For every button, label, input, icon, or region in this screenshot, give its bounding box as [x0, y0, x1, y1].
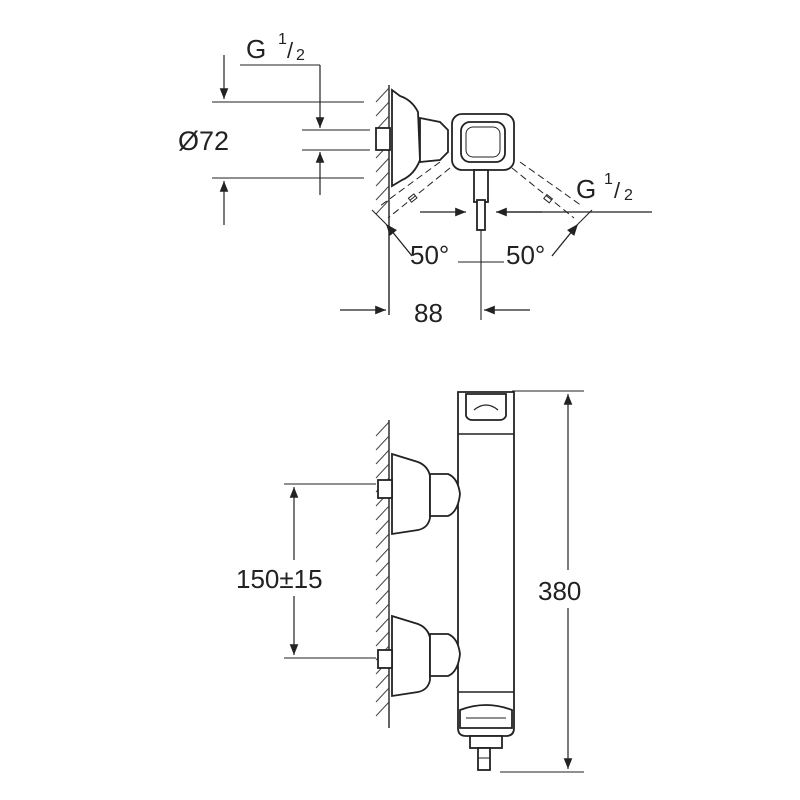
wall-hatch-front: [375, 420, 390, 728]
angle-label-right: 50°: [506, 240, 545, 270]
pipe-thread-sub-right: 2: [624, 187, 633, 204]
pipe-thread-label-right: G: [576, 174, 596, 204]
handle-knob: [451, 113, 515, 171]
connector-nut-top: [375, 127, 391, 151]
rotation-arc-lines: [379, 161, 583, 219]
inlet-spacing-label: 150±15: [236, 564, 323, 594]
pipe-thread-sup-right: 1: [604, 171, 613, 188]
diameter-label: Ø72: [178, 126, 229, 156]
pipe-thread-sub-left: 2: [296, 47, 305, 64]
upper-connector: [377, 452, 461, 536]
diameter-dimension: [212, 55, 370, 225]
top-view: G 1 / 2 Ø72 G 1 / 2 50° 50° 88: [178, 31, 652, 328]
height-label: 380: [538, 576, 581, 606]
escutcheon-top: [391, 88, 421, 188]
pipe-thread-slash-right: /: [614, 178, 621, 203]
pipe-thread-label-left: G: [246, 34, 266, 64]
front-view: 150±15 380: [236, 390, 584, 773]
bottom-outlet: [477, 747, 491, 771]
wall-hatch-top: [375, 85, 390, 315]
thermostat-body: [457, 391, 515, 749]
pipe-thread-slash-left: /: [287, 38, 294, 63]
outlet-spout: [473, 169, 489, 203]
pipe-thread-sup-left: 1: [278, 31, 287, 48]
projection-label: 88: [414, 298, 443, 328]
angle-label-left: 50°: [410, 240, 449, 270]
lower-connector: [377, 614, 461, 698]
